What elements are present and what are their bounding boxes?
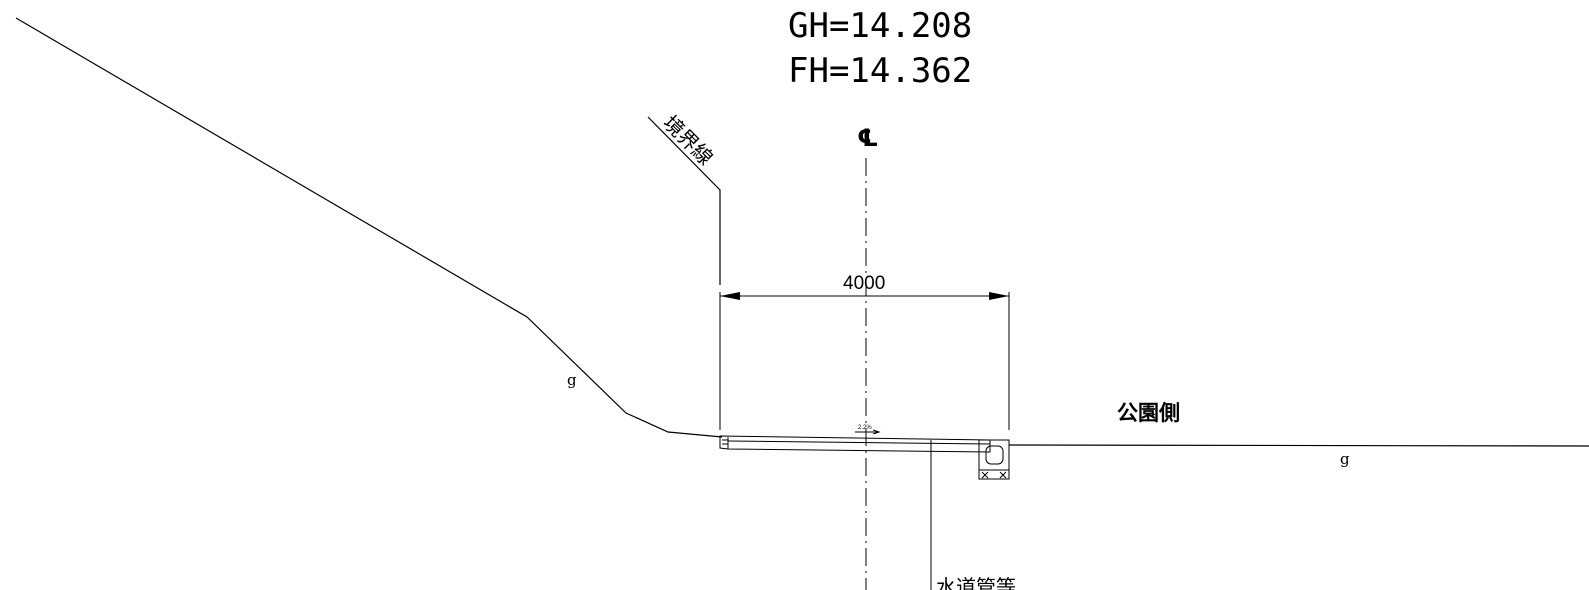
boundary-leader-line bbox=[647, 116, 721, 285]
side-gutter bbox=[978, 439, 1010, 480]
slope-arrowhead bbox=[872, 429, 881, 435]
slope-label: 2.2% bbox=[858, 425, 872, 431]
dimension-value: 4000 bbox=[843, 273, 885, 294]
centerline-symbol: ℄ bbox=[857, 124, 879, 152]
ground-label-right: g bbox=[1340, 450, 1350, 468]
ground-label-left: g bbox=[567, 371, 577, 389]
pavement-section bbox=[719, 435, 991, 453]
boundary-label: 境界線 bbox=[658, 111, 717, 170]
dimension-arrow-right bbox=[989, 292, 1009, 300]
right-terrain-line bbox=[1008, 444, 1589, 447]
dimension-arrow-left bbox=[720, 292, 740, 300]
park-side-label: 公園側 bbox=[1117, 401, 1180, 425]
formation-height-label: FH=14.362 bbox=[788, 51, 972, 91]
ground-height-label: GH=14.208 bbox=[788, 6, 972, 46]
left-terrain-line bbox=[15, 17, 723, 438]
pipe-label: 水道管等 bbox=[936, 575, 1016, 590]
